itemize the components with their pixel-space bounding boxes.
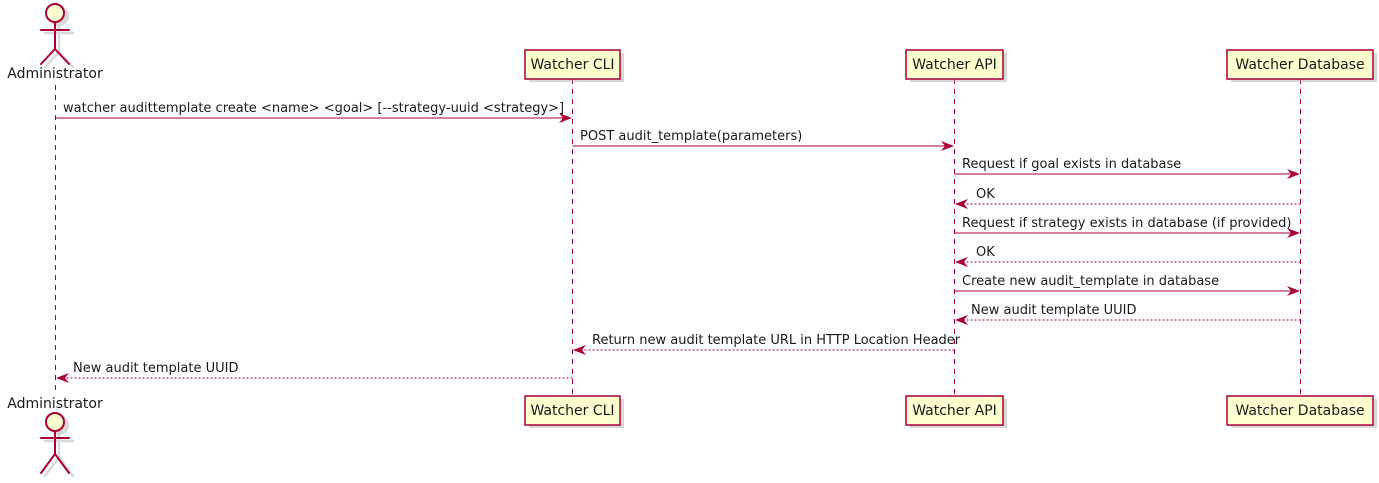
message-10: New audit template UUID (56, 361, 573, 383)
participant-watcher-api-bottom: Watcher API (905, 395, 1007, 428)
message-7: Create new audit_template in database (954, 274, 1300, 296)
participant-watcher-cli-bottom: Watcher CLI (524, 395, 624, 428)
arrowhead-right-icon (941, 141, 954, 151)
participant-label: Watcher Database (1235, 403, 1364, 419)
participant-watcher-database-bottom: Watcher Database (1226, 395, 1377, 428)
message-8: New audit template UUID (955, 303, 1301, 325)
participant-watcher-cli-top: Watcher CLI (524, 49, 624, 82)
message-label: Return new audit template URL in HTTP Lo… (592, 333, 961, 348)
actor-head-icon (45, 3, 65, 23)
message-label: OK (976, 245, 995, 260)
participant-label: Watcher CLI (530, 403, 614, 419)
message-9: Return new audit template URL in HTTP Lo… (573, 333, 961, 355)
arrowhead-left-icon (955, 257, 968, 267)
message-label: Request if goal exists in database (962, 157, 1181, 172)
message-label: New audit template UUID (971, 303, 1136, 318)
message-3: Request if goal exists in database (954, 157, 1300, 179)
actor-label-top: Administrator (7, 66, 103, 82)
arrowhead-right-icon (1287, 169, 1300, 179)
arrowhead-right-icon (559, 113, 572, 123)
participant-watcher-database-top: Watcher Database (1226, 49, 1377, 82)
participant-label: Watcher Database (1235, 57, 1364, 73)
arrowhead-right-icon (1287, 228, 1300, 238)
actor-body-icon (40, 21, 70, 65)
message-label: Create new audit_template in database (962, 274, 1219, 289)
message-1: watcher audittemplate create <name> <goa… (55, 101, 572, 123)
actor-administrator-top: Administrator (7, 3, 103, 82)
participant-watcher-api-top: Watcher API (905, 49, 1007, 82)
arrowhead-left-icon (56, 373, 69, 383)
actor-head-icon (45, 412, 65, 432)
message-2: POST audit_template(parameters) (572, 129, 954, 151)
participant-label: Watcher CLI (530, 57, 614, 73)
arrowhead-left-icon (573, 345, 586, 355)
participant-label: Watcher API (912, 403, 997, 419)
message-label: Request if strategy exists in database (… (962, 216, 1291, 231)
actor-body-icon (40, 430, 70, 474)
actor-label-bottom: Administrator (7, 396, 103, 412)
message-label: POST audit_template(parameters) (580, 129, 802, 144)
message-label: OK (976, 187, 995, 202)
message-4: OK (955, 187, 1301, 209)
arrowhead-right-icon (1287, 286, 1300, 296)
message-label: New audit template UUID (73, 361, 238, 376)
message-5: Request if strategy exists in database (… (954, 216, 1300, 238)
actor-administrator-bottom: Administrator (7, 396, 103, 478)
arrowhead-left-icon (955, 315, 968, 325)
participant-label: Watcher API (912, 57, 997, 73)
message-label: watcher audittemplate create <name> <goa… (63, 101, 564, 116)
arrowhead-left-icon (955, 199, 968, 209)
message-6: OK (955, 245, 1301, 267)
